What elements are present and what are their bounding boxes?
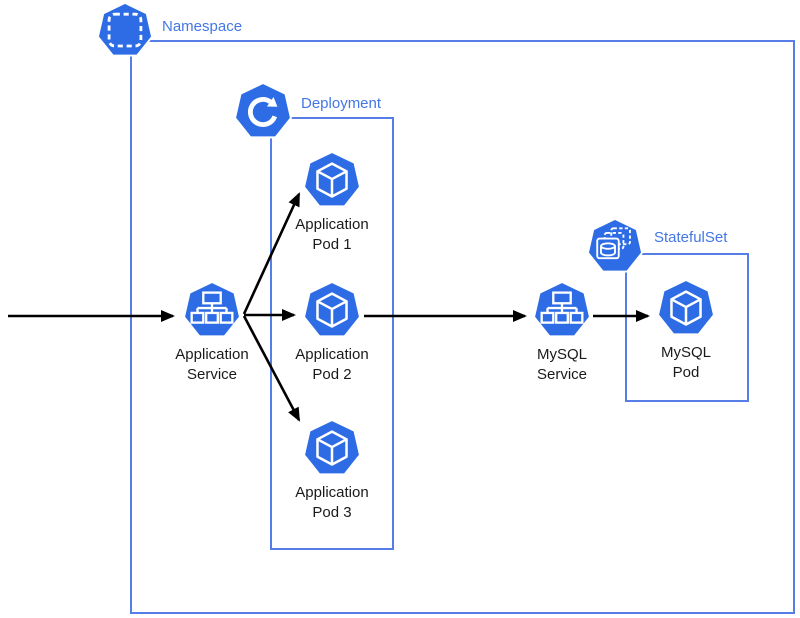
node-label-line1: MySQL [660,344,711,361]
namespace-icon [95,2,155,60]
node-label: Application Pod 2 [277,345,387,386]
node-mysql-service: MySQL Service [507,281,617,386]
statefulset-label: StatefulSet [654,229,728,246]
pod-icon [657,279,715,336]
statefulset-boundary [625,253,749,402]
node-label-line1: MySQL [536,346,587,363]
deployment-icon [232,82,294,142]
node-label: MySQL Pod [631,343,741,384]
node-label-line2: Pod 1 [312,236,352,254]
node-mysql-pod: MySQL Pod [631,279,741,384]
node-label: MySQL Service [507,345,617,386]
service-icon [533,281,591,338]
pod-icon [303,151,361,208]
node-label: Application Pod 1 [277,215,387,256]
node-application-pod-2: Application Pod 2 [277,281,387,386]
node-application-pod-3: Application Pod 3 [277,419,387,524]
statefulset-icon [585,218,645,276]
node-label-line2: Pod 3 [312,504,352,522]
node-label-line2: Service [186,366,238,384]
node-label-line2: Pod 2 [312,366,352,384]
pod-icon [303,419,361,476]
node-application-service: Application Service [157,281,267,386]
node-label-line2: Service [536,366,588,384]
node-label-line2: Pod [672,364,700,382]
pod-icon [303,281,361,338]
node-label-line1: Application [295,216,369,233]
node-label-line1: Application [295,484,369,501]
deployment-label: Deployment [301,95,382,112]
node-application-pod-1: Application Pod 1 [277,151,387,256]
node-label: Application Service [157,345,267,386]
service-icon [183,281,241,338]
namespace-label: Namespace [162,18,243,35]
node-label: Application Pod 3 [277,483,387,524]
node-label-line1: Application [175,346,249,363]
namespace-boundary [130,40,795,614]
node-label-line1: Application [295,346,369,363]
